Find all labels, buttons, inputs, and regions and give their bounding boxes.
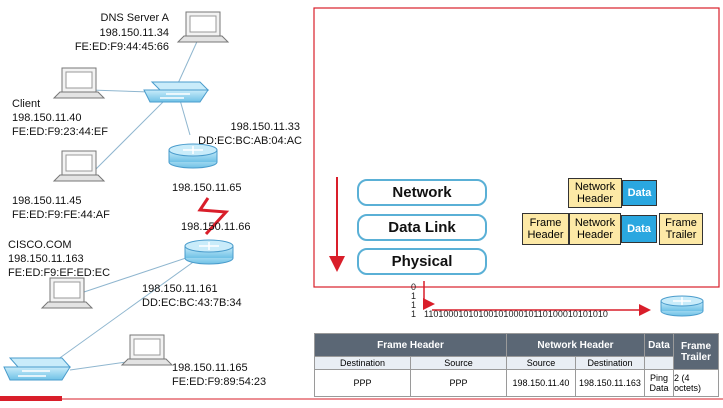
svg-text:198.150.11.66: 198.150.11.66 [181, 221, 251, 233]
val-frame-dest: PPP [314, 369, 411, 397]
client-computer-icon [52, 67, 106, 99]
svg-text:198.150.11.45: 198.150.11.45 [12, 195, 82, 207]
svg-text:CISCO.COM: CISCO.COM [8, 239, 72, 251]
svg-text:198.150.11.34: 198.150.11.34 [99, 27, 169, 39]
sub-source: Source [410, 356, 507, 370]
destination-router-icon [660, 295, 704, 317]
bit-line: 1101000101010010100010110100010101010 [424, 309, 608, 319]
frame-trailer-box: Frame Trailer [659, 213, 703, 245]
bit-3: 1 [411, 309, 417, 319]
col-data: Data [644, 333, 674, 357]
layer-network: Network [357, 179, 487, 206]
bitstream: 0 1 1 1 11010001010100101000101101000101… [411, 283, 608, 319]
svg-text:DD:EC:BC:AB:04:AC: DD:EC:BC:AB:04:AC [198, 135, 302, 147]
frame-header-box: Frame Header [522, 213, 569, 245]
sub-source: Source [506, 356, 576, 370]
frame-data-box: Data [621, 215, 657, 243]
svg-text:DD:EC:BC:43:7B:34: DD:EC:BC:43:7B:34 [142, 297, 242, 309]
frame-table-header-row: Frame Header Network Header Data Frame T… [314, 333, 719, 370]
sub-destination: Destination [575, 356, 645, 370]
svg-text:FE:ED:F9:FE:44:AF: FE:ED:F9:FE:44:AF [12, 209, 110, 221]
svg-text:198.150.11.65: 198.150.11.65 [172, 182, 242, 194]
svg-text:198.150.11.165: 198.150.11.165 [172, 362, 248, 374]
bit-1: 1 [411, 291, 417, 301]
col-frame-header: Frame Header [314, 333, 507, 357]
col-frame-trailer: Frame Trailer [673, 333, 719, 370]
val-ip-src: 198.150.11.40 [506, 369, 576, 397]
packet-data: Data [622, 180, 657, 206]
osi-panel-frame [313, 7, 720, 288]
val-data: Ping Data [644, 369, 674, 397]
layer-physical: Physical [357, 248, 487, 275]
cisco-label: CISCO.COM 198.150.11.163 FE:ED:F9:EF:ED:… [8, 239, 110, 279]
dns-server-label: DNS Server A 198.150.11.34 FE:ED:F9:44:4… [75, 12, 170, 53]
router-b-label: 198.150.11.66 198.150.11.161 DD:EC:BC:43… [142, 221, 251, 309]
svg-text:198.150.11.40: 198.150.11.40 [12, 112, 82, 124]
host45-label: 198.150.11.45 FE:ED:F9:FE:44:AF [12, 195, 110, 221]
svg-text:198.150.11.33: 198.150.11.33 [230, 121, 300, 133]
svg-text:FE:ED:F9:44:45:66: FE:ED:F9:44:45:66 [75, 41, 169, 53]
host165-label: 198.150.11.165 FE:ED:F9:89:54:23 [172, 362, 266, 388]
client-label: Client 198.150.11.40 FE:ED:F9:23:44:EF [12, 98, 108, 138]
switch-b-icon [3, 357, 72, 381]
frame-table-value-row: PPP PPP 198.150.11.40 198.150.11.163 Pin… [314, 369, 719, 397]
frame-network-header-box: Network Header [569, 213, 621, 245]
dns-server-computer-icon [176, 11, 230, 43]
sub-destination: Destination [314, 356, 411, 370]
layer-data-link: Data Link [357, 214, 487, 241]
svg-text:198.150.11.161: 198.150.11.161 [142, 283, 218, 295]
bit-0: 0 [411, 282, 417, 292]
serial-link-icon [197, 197, 230, 236]
col-network-header: Network Header [506, 333, 645, 357]
bits-down-arrow [423, 281, 435, 310]
svg-text:FE:ED:F9:23:44:EF: FE:ED:F9:23:44:EF [12, 126, 108, 138]
val-frame-src: PPP [410, 369, 507, 397]
val-ip-dest: 198.150.11.163 [575, 369, 645, 397]
svg-text:FE:ED:F9:89:54:23: FE:ED:F9:89:54:23 [172, 376, 266, 388]
packet-network-header: Network Header [568, 178, 622, 208]
svg-text:198.150.11.163: 198.150.11.163 [8, 253, 84, 265]
bit-2: 1 [411, 300, 417, 310]
val-trailer: 2 (4 octets) [673, 369, 719, 397]
svg-text:FE:ED:F9:EF:ED:EC: FE:ED:F9:EF:ED:EC [8, 267, 110, 279]
frame-table-subheader-row: Destination Source Source Destination [314, 356, 719, 370]
bottom-accent-bar [0, 396, 62, 401]
svg-text:DNS Server A: DNS Server A [101, 12, 170, 24]
host165-computer-icon [120, 334, 174, 366]
host45-computer-icon [52, 150, 106, 182]
router-a-icon [168, 143, 218, 169]
svg-text:Client: Client [12, 98, 40, 110]
router-b-icon [184, 239, 234, 265]
router-a-label: 198.150.11.33 DD:EC:BC:AB:04:AC 198.150.… [172, 121, 302, 194]
frame-table: Frame Header Network Header Data Frame T… [314, 333, 719, 397]
cisco-computer-icon [40, 277, 94, 309]
switch-a-icon [143, 81, 210, 103]
